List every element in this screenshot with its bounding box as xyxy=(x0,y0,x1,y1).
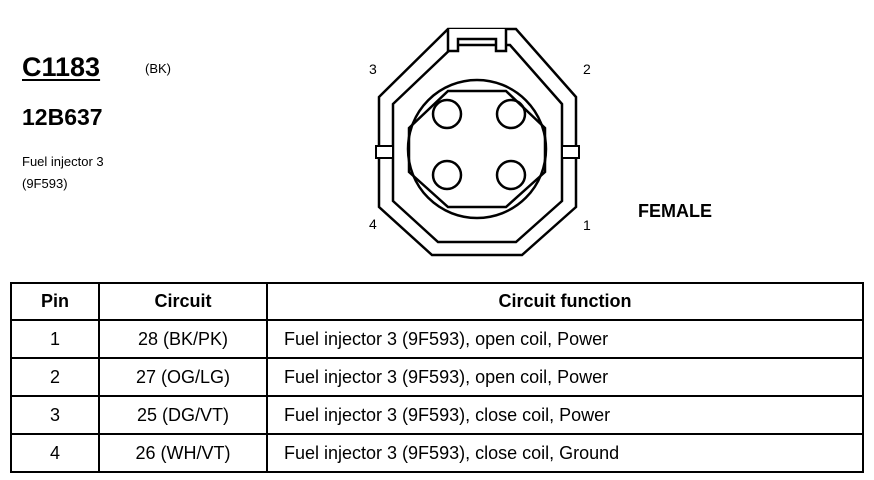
connector-housing-inner xyxy=(391,43,564,244)
terminal-pin-1 xyxy=(495,159,527,191)
connector-color-code: (BK) xyxy=(145,61,171,76)
part-number: 12B637 xyxy=(22,104,103,130)
connector-cavity xyxy=(406,78,548,220)
cell-circuit: 26 (WH/VT) xyxy=(98,433,268,473)
connector-face-diagram xyxy=(375,27,580,257)
pin-label-1: 1 xyxy=(583,217,591,233)
connector-gender-label: FEMALE xyxy=(638,201,712,221)
component-description: Fuel injector 3 xyxy=(22,154,104,169)
cell-pin: 4 xyxy=(10,433,100,473)
column-header-circuit: Circuit xyxy=(98,282,268,321)
cell-function: Fuel injector 3 (9F593), close coil, Gro… xyxy=(266,433,864,473)
table-row: 2 27 (OG/LG) Fuel injector 3 (9F593), op… xyxy=(10,357,864,397)
table-row: 3 25 (DG/VT) Fuel injector 3 (9F593), cl… xyxy=(10,395,864,435)
pin-label-4: 4 xyxy=(369,216,377,232)
cell-function: Fuel injector 3 (9F593), open coil, Powe… xyxy=(266,357,864,397)
cell-circuit: 28 (BK/PK) xyxy=(98,319,268,359)
connector-housing-outline xyxy=(377,27,578,257)
cell-function: Fuel injector 3 (9F593), open coil, Powe… xyxy=(266,319,864,359)
table-row: 4 26 (WH/VT) Fuel injector 3 (9F593), cl… xyxy=(10,433,864,473)
cell-function: Fuel injector 3 (9F593), close coil, Pow… xyxy=(266,395,864,435)
pin-label-3: 3 xyxy=(369,61,377,77)
cell-pin: 1 xyxy=(10,319,100,359)
cell-circuit: 27 (OG/LG) xyxy=(98,357,268,397)
pinout-table: Pin Circuit Circuit function 1 28 (BK/PK… xyxy=(10,282,864,473)
table-row: 1 28 (BK/PK) Fuel injector 3 (9F593), op… xyxy=(10,319,864,359)
cell-pin: 2 xyxy=(10,357,100,397)
terminal-pin-4 xyxy=(431,159,463,191)
table-header-row: Pin Circuit Circuit function xyxy=(10,282,864,321)
cell-pin: 3 xyxy=(10,395,100,435)
column-header-function: Circuit function xyxy=(266,282,864,321)
terminal-pin-2 xyxy=(495,98,527,130)
column-header-pin: Pin xyxy=(10,282,100,321)
side-key-left xyxy=(375,145,394,159)
terminal-pin-3 xyxy=(431,98,463,130)
side-key-right xyxy=(561,145,580,159)
pin-label-2: 2 xyxy=(583,61,591,77)
connector-latch xyxy=(446,29,508,53)
component-part-code: (9F593) xyxy=(22,176,68,191)
cell-circuit: 25 (DG/VT) xyxy=(98,395,268,435)
connector-id: C1183 xyxy=(22,52,101,82)
